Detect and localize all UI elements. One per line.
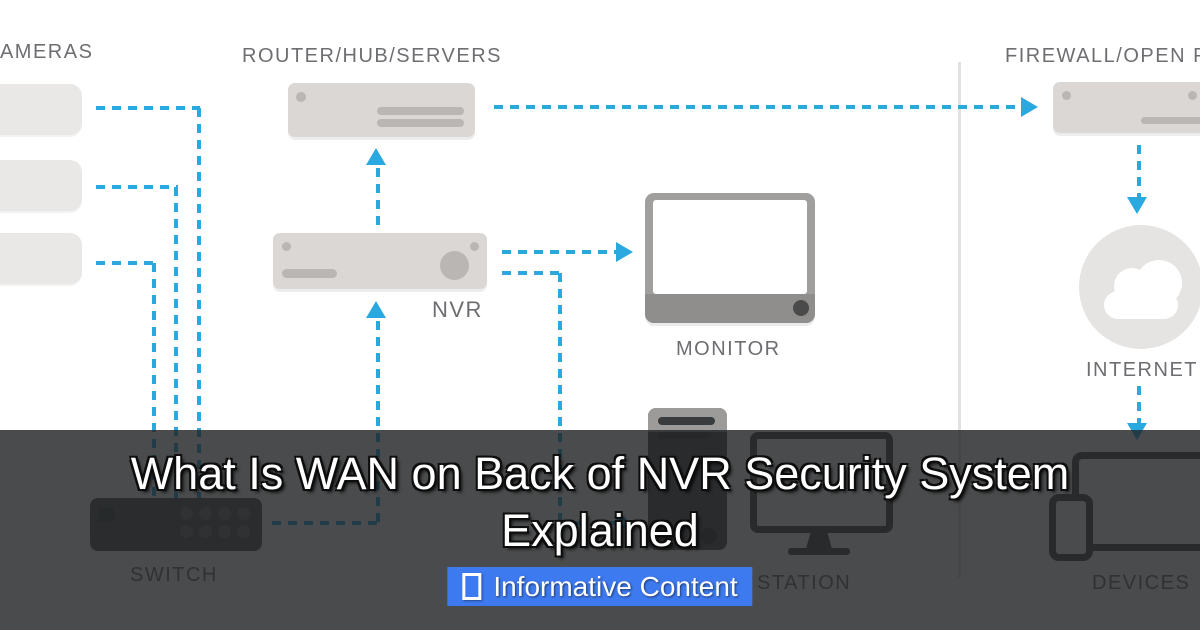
arrowhead-down-icon — [1127, 197, 1147, 214]
nvr-knob-icon — [440, 251, 469, 280]
cloud-icon — [1136, 260, 1182, 306]
nvr-to-station-line-h — [502, 271, 560, 275]
cameras-label: CAMERAS — [0, 41, 94, 63]
camera1-line-down — [197, 108, 201, 499]
nvr-slot — [282, 269, 337, 278]
camera2-line — [96, 185, 178, 189]
title-line-1: What Is WAN on Back of NVR Security Syst… — [130, 448, 1070, 499]
firewall-led-icon — [1062, 91, 1071, 100]
title-line-2: Explained — [501, 505, 699, 556]
monitor-bezel — [645, 294, 815, 323]
firewall-to-internet-line — [1137, 145, 1141, 197]
router-vent-line — [377, 119, 464, 127]
nvr-to-router-line — [376, 168, 380, 230]
camera2-line-down — [174, 187, 178, 499]
arrowhead-right-icon — [1021, 97, 1038, 117]
firewall-vent-line — [1141, 117, 1200, 124]
camera-box-1 — [0, 84, 82, 135]
firewall-label: FIREWALL/OPEN PORTS — [1005, 45, 1200, 67]
camera1-line — [96, 106, 200, 110]
monitor-screen — [653, 200, 807, 294]
nvr-to-monitor-line — [502, 250, 616, 254]
switch-to-nvr-line — [376, 321, 380, 524]
arrowhead-up-icon — [366, 148, 386, 165]
monitor-power-button-icon — [793, 300, 809, 316]
nvr-led-icon — [470, 242, 479, 251]
section-divider — [958, 62, 961, 578]
badge-label: Informative Content — [493, 570, 738, 602]
nvr-label: NVR — [432, 297, 483, 322]
missing-glyph-icon — [462, 573, 482, 600]
camera3-line-down — [152, 263, 156, 499]
camera3-line — [96, 261, 156, 265]
nvr-to-station-line-v — [558, 273, 562, 521]
nvr-led-icon — [282, 242, 291, 251]
camera-box-2 — [0, 160, 82, 211]
router-led-icon — [296, 92, 306, 102]
router-to-firewall-line — [494, 105, 1022, 109]
station-tower-slot — [658, 417, 715, 425]
internet-label: INTERNET — [1086, 359, 1198, 381]
router-vent-line — [377, 107, 464, 115]
monitor-label: MONITOR — [676, 338, 781, 360]
category-badge: Informative Content — [447, 567, 753, 606]
firewall-led-icon — [1188, 91, 1197, 100]
camera-box-3 — [0, 233, 82, 284]
internet-to-devices-line — [1137, 386, 1141, 424]
firewall-box — [1053, 82, 1200, 133]
page-title: What Is WAN on Back of NVR Security Syst… — [0, 445, 1200, 559]
arrowhead-up-icon — [366, 301, 386, 318]
arrowhead-right-icon — [616, 242, 633, 262]
router-label: ROUTER/HUB/SERVERS — [242, 45, 503, 67]
